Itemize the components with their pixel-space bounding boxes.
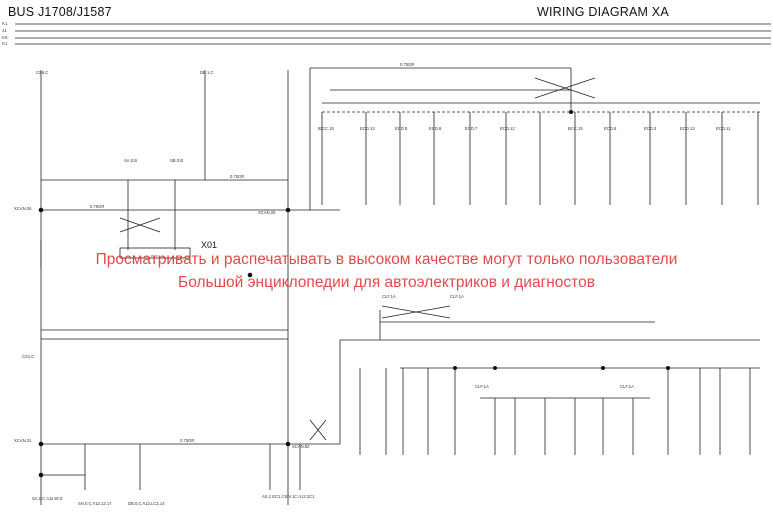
left-label-3: CS1.C [22, 354, 34, 359]
ecu-label-10: ECD.13 [680, 126, 695, 131]
connector-x01-label: X01 [201, 240, 218, 250]
ecu-label-11: ECD.11 [716, 126, 731, 131]
twist-symbol-1 [119, 217, 161, 233]
diagram-title-right: WIRING DIAGRAM XA [537, 5, 669, 19]
bottom-label-2: SH.0.C A12.12.17 [78, 501, 112, 506]
ecu-label-5: ECD.7 [465, 126, 478, 131]
diagram-title-left: BUS J1708/J1587 [8, 5, 112, 19]
ecu-label-9: ECD.3 [644, 126, 657, 131]
bottom-label-1: SA.0.C A11.9C3 [32, 496, 63, 501]
wire-spec-2: 0.75GR [230, 174, 244, 179]
bottom-label-4: AS.1 EC1.C [262, 494, 285, 499]
wire-spec-4: 0.75GR [180, 438, 194, 443]
x01-box [119, 247, 191, 259]
watermark-line-1: Просматривать и распечатывать в высоком … [95, 251, 678, 268]
wire-spec-3: 0.75GR [400, 62, 414, 67]
ecu-label-8: ECD.8 [604, 126, 617, 131]
left-label-2: XCAN.31 [14, 438, 32, 443]
comp-db1c: DB.1.C [200, 70, 214, 75]
wire-spec-1: 0.75GR [90, 204, 104, 209]
lower-droppers [359, 368, 751, 455]
clutch-2: CLF.1A [450, 294, 464, 299]
twist-symbol-3 [381, 305, 451, 319]
bus-label-2: J1 [2, 28, 7, 33]
bus-label-4: K1 [2, 41, 8, 46]
left-label-4: XCAN.82 [292, 444, 310, 449]
twist-symbol-2 [534, 77, 596, 99]
watermark-line-2: Большой энциклопедии для автоэлектриков … [178, 274, 595, 291]
left-label-1: XCAN.26 [14, 206, 32, 211]
junction-dots [38, 110, 670, 478]
ecu-droppers [321, 112, 759, 205]
clutch-4: CLF.1A [620, 384, 634, 389]
bottom-label-3: DB.0.C A12.LC1.14 [128, 501, 165, 506]
clutch-3: CLF.1A [475, 384, 489, 389]
comp-sb0b: SB.0.B [170, 158, 183, 163]
ecu-label-7: BCC.15 [568, 126, 583, 131]
bus-label-3: K8 [2, 35, 8, 40]
ecu-label-2: ECD.12 [360, 126, 375, 131]
ecu-label-1: IECC.15 [318, 126, 334, 131]
ecu-label-3: ECD.8 [395, 126, 408, 131]
bottom-label-5: EN.1C A12.2C1 [285, 494, 315, 499]
ecu-label-4: ECD.6 [429, 126, 442, 131]
clutch-1: CLF.1A [382, 294, 396, 299]
left-label-5: XCAN.26 [258, 210, 276, 215]
ecu-label-6: ECD.12 [500, 126, 515, 131]
comp-sa0b: SA.0.B [124, 158, 137, 163]
twist-symbol-4 [309, 419, 327, 441]
bus-label-1: K1 [2, 21, 8, 26]
comp-cs6c: CS6.C [36, 70, 48, 75]
